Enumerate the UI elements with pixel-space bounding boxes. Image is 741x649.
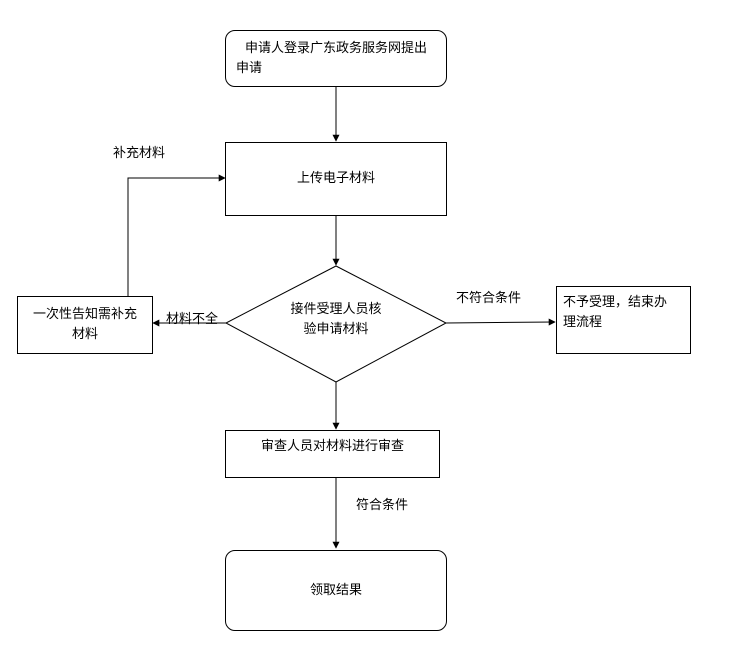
start-node-line2: 申请	[236, 60, 263, 76]
reject-node-line2: 理流程	[563, 315, 603, 330]
inform-node: 一次性告知需补充 材料	[17, 296, 153, 354]
inform-node-line1: 一次性告知需补充	[32, 307, 137, 322]
review-node-text: 审查人员对材料进行审查	[260, 439, 404, 454]
upload-node: 上传电子材料	[225, 142, 447, 216]
verify-node-line1: 接件受理人员核	[290, 302, 382, 317]
reject-node: 不予受理，结束办 理流程	[556, 286, 691, 354]
edge-label-not-qualified: 不符合条件	[456, 291, 522, 306]
result-node: 领取结果	[225, 550, 447, 631]
edge-label-qualified: 符合条件	[356, 498, 409, 513]
arrow-verify-to-reject	[445, 318, 556, 326]
reject-node-line1: 不予受理，结束办	[563, 295, 668, 310]
arrow-inform-to-upload	[127, 174, 226, 296]
start-node: 申请人登录广东政务服务网提出 申请	[225, 30, 447, 87]
verify-node-text: 接件受理人员核 验申请材料	[276, 300, 396, 340]
verify-node-line2: 验申请材料	[303, 322, 369, 337]
edge-label-supplement: 补充材料	[113, 146, 166, 161]
inform-node-line2: 材料	[71, 327, 98, 342]
upload-node-text: 上传电子材料	[296, 171, 375, 186]
review-node: 审查人员对材料进行审查	[225, 430, 440, 478]
start-node-line1: 申请人登录广东政务服务网提出	[244, 40, 427, 56]
edge-label-incomplete: 材料不全	[166, 312, 219, 327]
result-node-text: 领取结果	[309, 582, 362, 598]
